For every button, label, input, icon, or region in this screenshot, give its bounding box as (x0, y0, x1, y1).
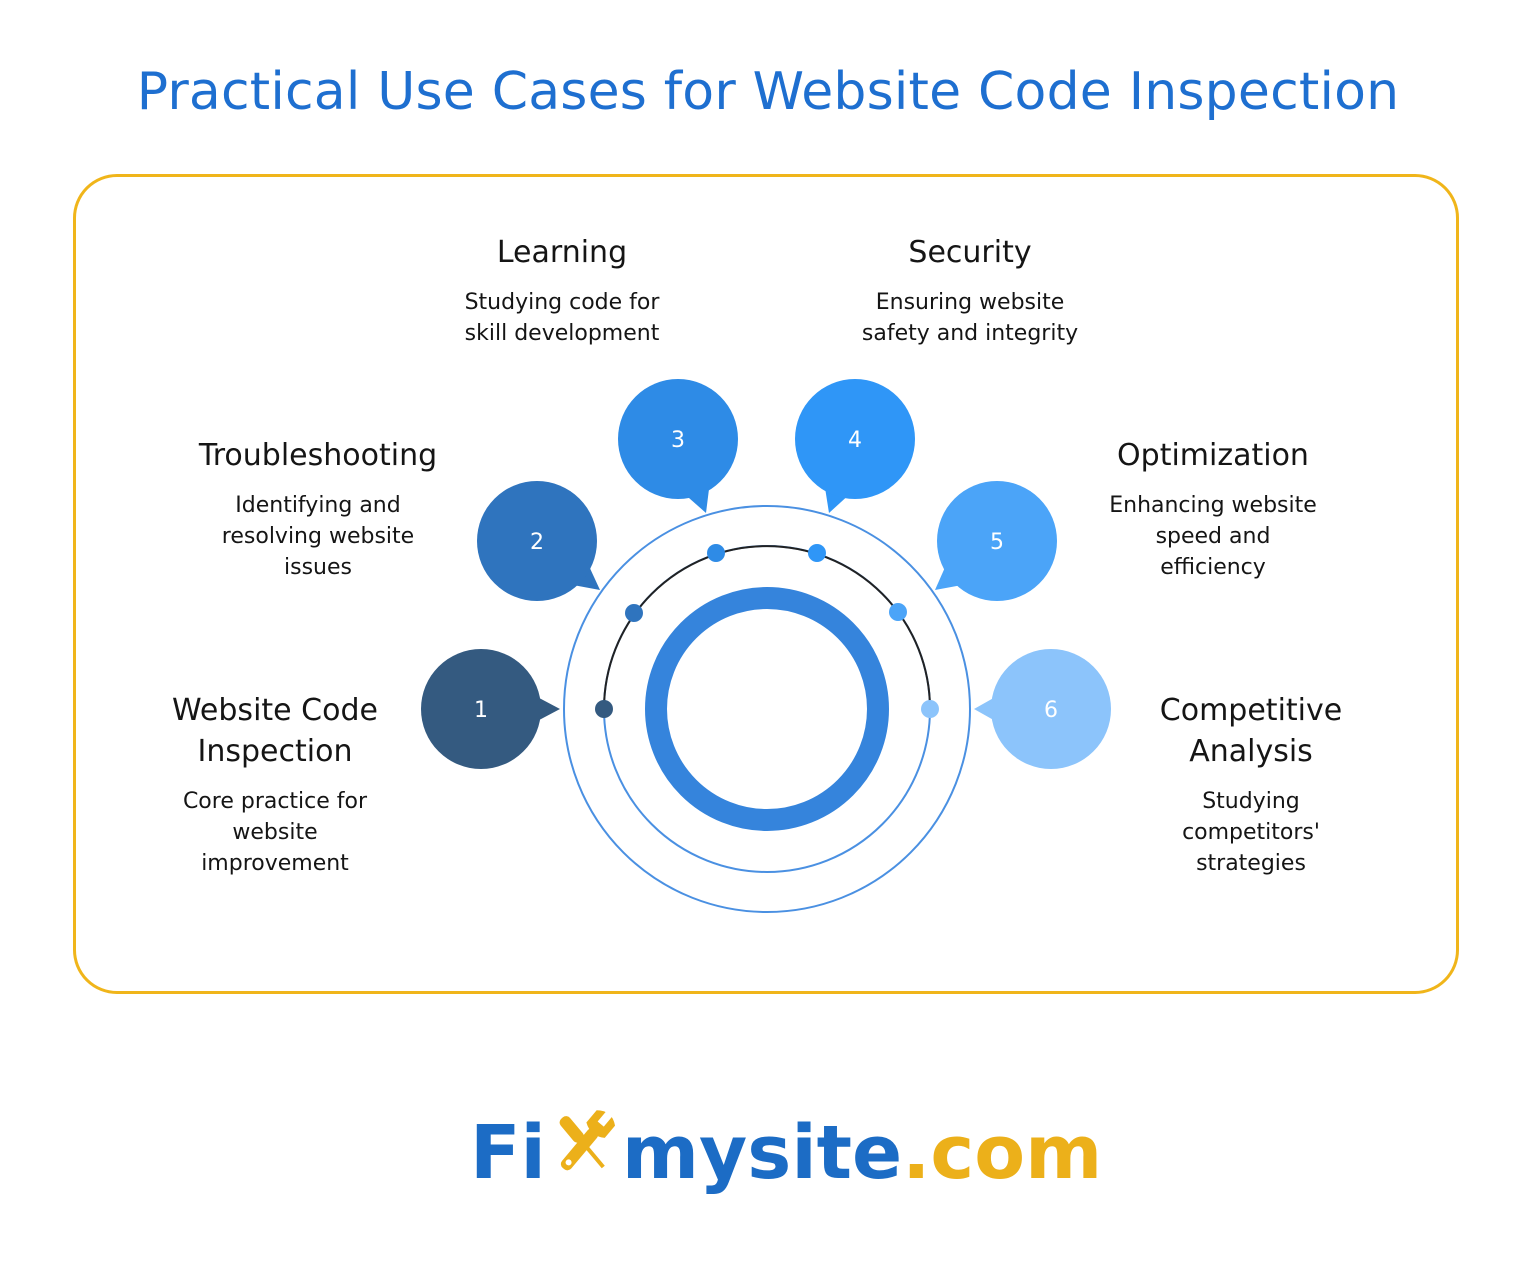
step-4-label: Security Ensuring website safety and int… (862, 232, 1078, 349)
wrench-screwdriver-icon (544, 1104, 624, 1184)
step-1-title: Website Code Inspection (172, 693, 378, 769)
logo-text-mysite: mysite (621, 1110, 903, 1196)
step-6-bubble (991, 649, 1111, 769)
step-4-bubble (795, 379, 915, 499)
outer-circle (563, 505, 971, 913)
step-2-arc-dot (625, 604, 643, 622)
step-3-title: Learning (496, 235, 628, 270)
logo-text-com: .com (902, 1110, 1103, 1196)
step-6-label: Competitive Analysis Studying competitor… (1160, 690, 1342, 879)
step-5-arc-dot (889, 603, 907, 621)
step-1-number: 1 (474, 698, 488, 723)
fixmysite-logo: Fi mysite .com (470, 1090, 1102, 1190)
step-5-bubble (937, 481, 1057, 601)
step-1-label: Website Code Inspection Core practice fo… (172, 690, 378, 879)
center-ring (645, 587, 889, 831)
step-2-bubble (477, 481, 597, 601)
step-4-description: Ensuring website safety and integrity (861, 290, 1079, 346)
page-title: Practical Use Cases for Website Code Ins… (136, 62, 1400, 122)
step-1-description: Core practice for website improvement (182, 789, 368, 876)
timeline-arc (603, 545, 931, 710)
step-6-title: Competitive Analysis (1159, 693, 1343, 769)
step-3-number: 3 (671, 428, 685, 453)
step-1-arc-dot (595, 700, 613, 718)
step-5-title: Optimization (1117, 438, 1309, 473)
step-6-arc-dot (921, 700, 939, 718)
step-4-title: Security (908, 235, 1032, 270)
step-4-arc-dot (808, 544, 826, 562)
step-2-title: Troubleshooting (198, 438, 438, 473)
step-6-description: Studying competitors' strategies (1182, 789, 1320, 876)
step-6-number: 6 (1044, 698, 1058, 723)
step-3-bubble (618, 379, 738, 499)
step-3-label: Learning Studying code for skill develop… (465, 232, 660, 349)
logo-text-fi: Fi (470, 1110, 546, 1196)
step-1-bubble (421, 649, 541, 769)
step-2-number: 2 (530, 530, 544, 555)
content-panel (73, 174, 1459, 994)
step-2-label: Troubleshooting Identifying and resolvin… (199, 435, 437, 583)
step-4-number: 4 (848, 428, 862, 453)
step-5-description: Enhancing website speed and efficiency (1109, 493, 1317, 580)
step-3-description: Studying code for skill development (464, 290, 660, 346)
step-5-number: 5 (990, 530, 1004, 555)
step-3-arc-dot (707, 544, 725, 562)
step-2-description: Identifying and resolving website issues (221, 493, 415, 580)
step-5-label: Optimization Enhancing website speed and… (1109, 435, 1317, 583)
